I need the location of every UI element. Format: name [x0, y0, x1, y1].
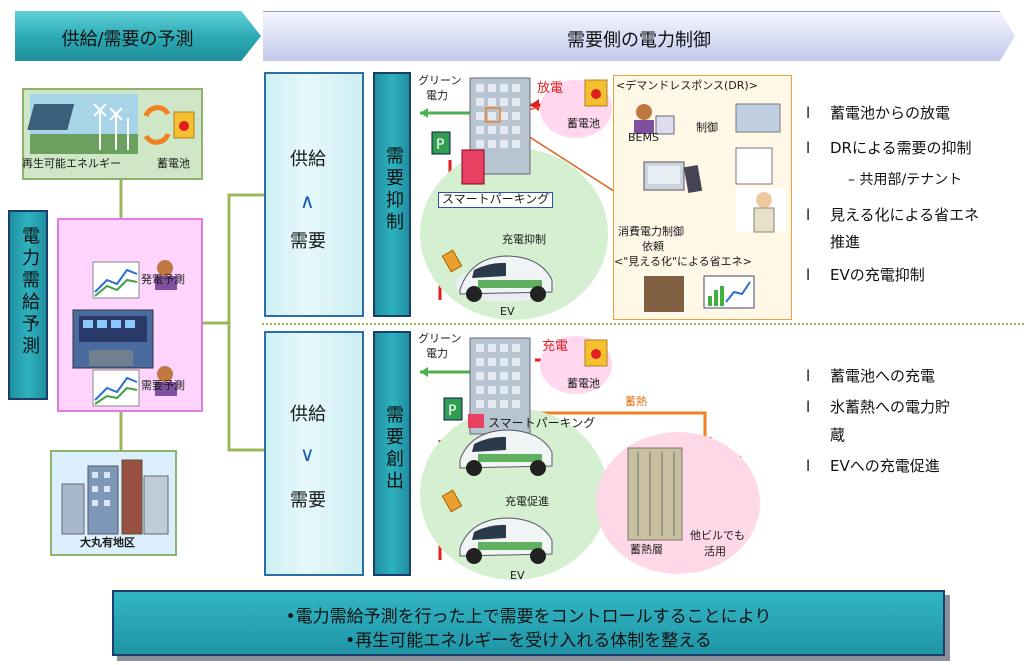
- power-forecast-label: 電力需給予測: [19, 226, 40, 358]
- control-label: 制御: [696, 121, 718, 134]
- header-demand-side-control: 需要側の電力制御: [263, 11, 1015, 61]
- power-request-label-1: 消費電力制御: [618, 225, 684, 238]
- demand-suppression-panel: 需要抑制: [373, 72, 411, 317]
- summary-line-2: •再生可能エネルギーを受け入れる体制を整える: [345, 631, 712, 651]
- bullet-lower-3: 蔵: [830, 424, 845, 445]
- discharge-label: 放電: [537, 81, 564, 96]
- dr-illustrations: [634, 103, 786, 312]
- demand-suppression-label: 需要抑制: [383, 146, 404, 234]
- bullet-text: – 共用部/テナント: [848, 172, 963, 188]
- bullet-marker: l: [806, 139, 811, 157]
- bullet-text: 蓄電池への充電: [830, 367, 936, 385]
- heat-layer-label: 蓄熱層: [630, 543, 663, 556]
- demand-creation-panel: 需要創出: [373, 331, 411, 576]
- charge-promote-label: 充電促進: [505, 495, 549, 508]
- bullet-text: 氷蓄熱への電力貯: [830, 398, 951, 416]
- upper-battery-label: 蓄電池: [567, 117, 600, 130]
- demand-creation-label: 需要創出: [383, 405, 404, 493]
- lower-balance-panel: 供給 ∨ 需要: [264, 331, 364, 576]
- header-right-label: 需要側の電力制御: [567, 30, 711, 51]
- bullet-upper-5: 推進: [830, 231, 860, 252]
- dr-title: <デマンドレスポンス(DR)>: [616, 79, 758, 92]
- bullet-text: EVへの充電促進: [830, 457, 940, 475]
- bullet-marker: l: [806, 266, 811, 284]
- lower-green-power-1: グリーン: [418, 332, 462, 345]
- bullet-upper-4: l 見える化による省エネ: [806, 204, 979, 225]
- summary-bar: •電力需給予測を行った上で需要をコントロールすることにより •再生可能エネルギー…: [112, 590, 945, 656]
- renewable-illustration: [27, 94, 195, 154]
- summary-line-1: •電力需給予測を行った上で需要をコントロールすることにより: [285, 607, 772, 627]
- bullet-marker: l: [806, 398, 811, 416]
- bullet-text: 蔵: [830, 426, 846, 444]
- bullet-lower-1: l 蓄電池への充電: [806, 365, 935, 386]
- renewable-label: 再生可能エネルギー: [22, 157, 121, 170]
- district-box: 大丸有地区: [50, 450, 177, 556]
- forecast-illustrations: [72, 260, 177, 407]
- lower-supply-label: 供給: [290, 404, 326, 425]
- left-battery-label: 蓄電池: [157, 157, 190, 170]
- lower-smart-parking-label: スマートパーキング: [488, 416, 596, 430]
- bullet-lower-4: l EVへの充電促進: [806, 455, 940, 476]
- upper-balance-panel: 供給 ∧ 需要: [264, 72, 364, 317]
- bullet-marker: l: [806, 457, 811, 475]
- demand-forecast-label: 需要予測: [141, 379, 185, 392]
- power-forecast-panel: 電力需給予測: [8, 210, 48, 400]
- power-request-label-2: 依頼: [642, 240, 664, 253]
- bullet-text: EVの充電抑制: [830, 266, 925, 284]
- renewable-energy-box: 再生可能エネルギー 蓄電池: [22, 88, 203, 180]
- bullet-upper-2: l DRによる需要の抑制: [806, 137, 972, 158]
- demand-response-box: <デマンドレスポンス(DR)> BEMS 制御 消費電力制御 依頼 <"見える化…: [613, 75, 792, 320]
- bullet-upper-3: – 共用部/テナント: [848, 169, 962, 189]
- charge-label: 充電: [542, 339, 569, 354]
- header-supply-demand-forecast: 供給/需要の予測: [15, 11, 261, 61]
- visualization-title: <"見える化"による省エネ>: [614, 255, 752, 268]
- bullet-marker: l: [806, 206, 811, 224]
- other-building-label-2: 活用: [704, 545, 726, 558]
- bullet-text: 見える化による省エネ: [830, 206, 980, 224]
- upper-ev-label: EV: [500, 305, 515, 318]
- upper-green-power-1: グリーン: [418, 74, 462, 87]
- bullet-text: 推進: [830, 233, 861, 251]
- bullet-text: DRによる需要の抑制: [830, 139, 972, 157]
- bullet-marker: l: [806, 367, 811, 385]
- district-label: 大丸有地区: [80, 536, 135, 549]
- bullet-upper-6: l EVの充電抑制: [806, 264, 925, 285]
- heat-label: 蓄熱: [625, 395, 647, 408]
- bullet-lower-2: l 氷蓄熱への電力貯: [806, 396, 950, 417]
- lower-battery-label: 蓄電池: [567, 377, 600, 390]
- bullet-upper-1: l 蓄電池からの放電: [806, 102, 950, 123]
- bullet-marker: l: [806, 104, 811, 122]
- other-building-label-1: 他ビルでも: [690, 529, 745, 542]
- lower-ev-label: EV: [510, 569, 525, 582]
- forecast-box: 発電予測 需要予測: [57, 218, 203, 412]
- bullet-text: 蓄電池からの放電: [830, 104, 951, 122]
- lower-demand-label: 需要: [290, 490, 326, 511]
- upper-green-power-2: 電力: [426, 89, 448, 102]
- upper-demand-label: 需要: [290, 231, 326, 252]
- header-left-label: 供給/需要の予測: [61, 29, 194, 50]
- lower-green-power-2: 電力: [426, 347, 448, 360]
- svg-text:P: P: [448, 403, 456, 419]
- upper-supply-label: 供給: [290, 149, 326, 170]
- charge-control-label: 充電抑制: [502, 233, 546, 246]
- upper-smart-parking-label: スマートパーキング: [438, 192, 554, 208]
- bems-label: BEMS: [628, 131, 659, 144]
- upper-symbol: ∧: [300, 189, 315, 213]
- generation-forecast-label: 発電予測: [141, 273, 185, 286]
- district-buildings-illustration: [52, 452, 175, 554]
- svg-text:P: P: [436, 137, 444, 153]
- lower-symbol: ∨: [300, 442, 315, 466]
